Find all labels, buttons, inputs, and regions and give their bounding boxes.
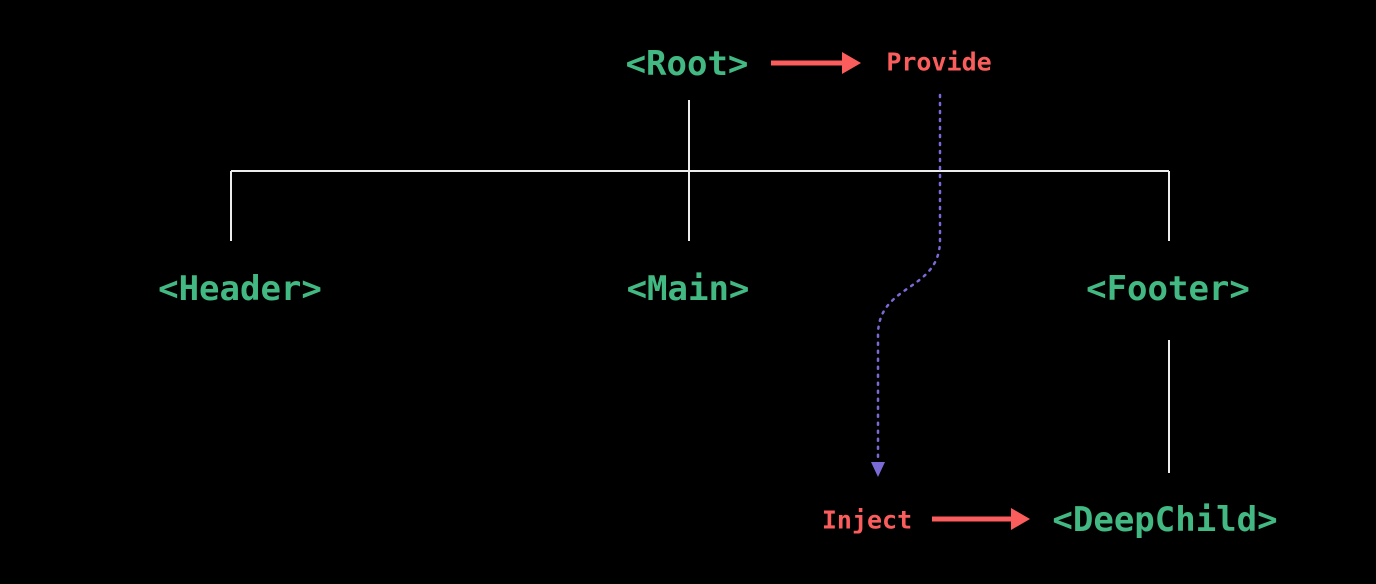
inject-arrow — [932, 508, 1030, 530]
provide-arrow — [771, 52, 861, 74]
deepchild-arrowhead-icon — [1011, 508, 1030, 530]
node-header: <Header> — [158, 269, 322, 309]
provide-label: Provide — [886, 47, 992, 77]
inject-label: Inject — [821, 505, 913, 535]
node-footer: <Footer> — [1086, 269, 1250, 309]
node-main: <Main> — [626, 269, 750, 309]
inject-arrowhead-icon — [871, 462, 885, 477]
provide-to-inject-dotted-path — [876, 93, 942, 462]
node-deepchild: <DeepChild> — [1052, 500, 1278, 540]
provide-arrowhead-icon — [842, 52, 861, 74]
node-root: <Root> — [625, 44, 749, 84]
tree-connector-lines — [230, 100, 1170, 473]
